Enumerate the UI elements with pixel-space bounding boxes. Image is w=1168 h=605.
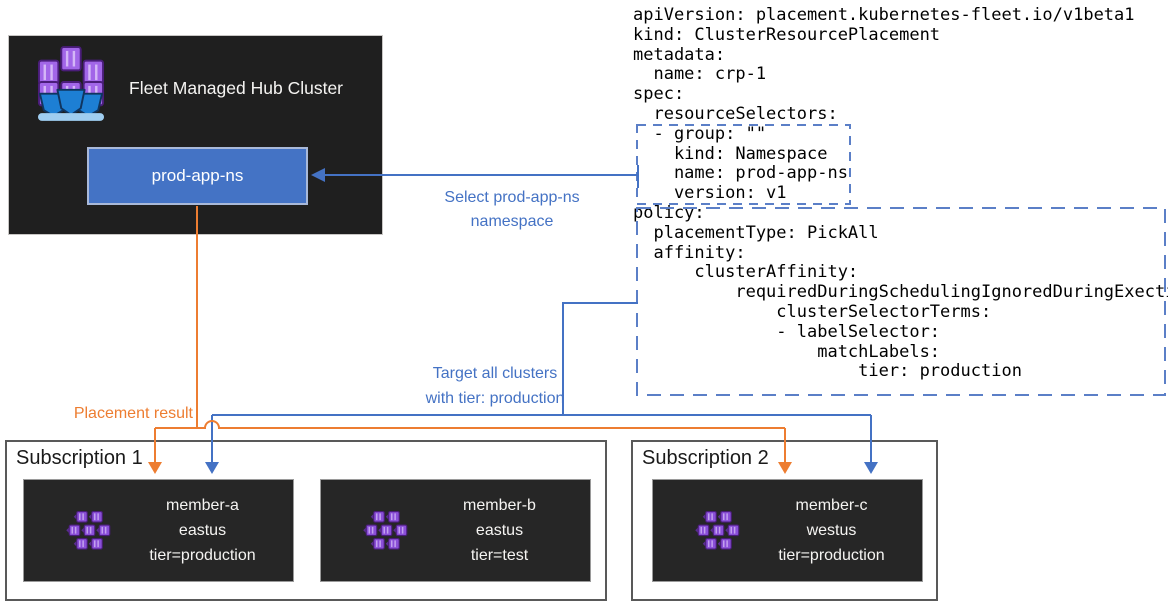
annotation-placement-result: Placement result [73,405,193,422]
hub-cluster-box: Fleet Managed Hub Cluster prod-app-ns [8,35,383,235]
member-name: member-c [795,497,868,514]
namespace-box: prod-app-ns [87,147,308,205]
member-c-card: member-c westus tier=production [652,479,923,582]
member-region: westus [806,522,857,539]
member-region: eastus [178,522,227,539]
namespace-label: prod-app-ns [151,166,244,185]
fleet-hub-icon [37,45,105,121]
member-name: member-b [463,497,536,514]
member-cluster-icon [361,509,409,553]
annotation-target-clusters: Target all clusters with tier: productio… [425,365,565,407]
member-cluster-icon [693,509,741,553]
member-tier: tier=test [470,547,529,564]
member-tier: tier=production [149,547,256,564]
member-name: member-a [166,497,239,514]
annotation-select-namespace: Select prod-app-ns namespace [444,189,580,230]
subscription-2-box: Subscription 2 member-c westus tier=prod… [631,440,938,601]
member-region: eastus [475,522,524,539]
member-tier: tier=production [778,547,885,564]
yaml-manifest: apiVersion: placement.kubernetes-fleet.i… [633,5,1168,382]
member-cluster-icon [64,509,112,553]
subscription-1-label: Subscription 1 [16,447,143,469]
member-b-card: member-b eastus tier=test [320,479,591,582]
subscription-2-label: Subscription 2 [642,447,769,469]
subscription-1-box: Subscription 1 member-a eastus tier=prod… [5,440,607,601]
hub-cluster-title: Fleet Managed Hub Cluster [129,78,343,98]
member-a-card: member-a eastus tier=production [23,479,294,582]
